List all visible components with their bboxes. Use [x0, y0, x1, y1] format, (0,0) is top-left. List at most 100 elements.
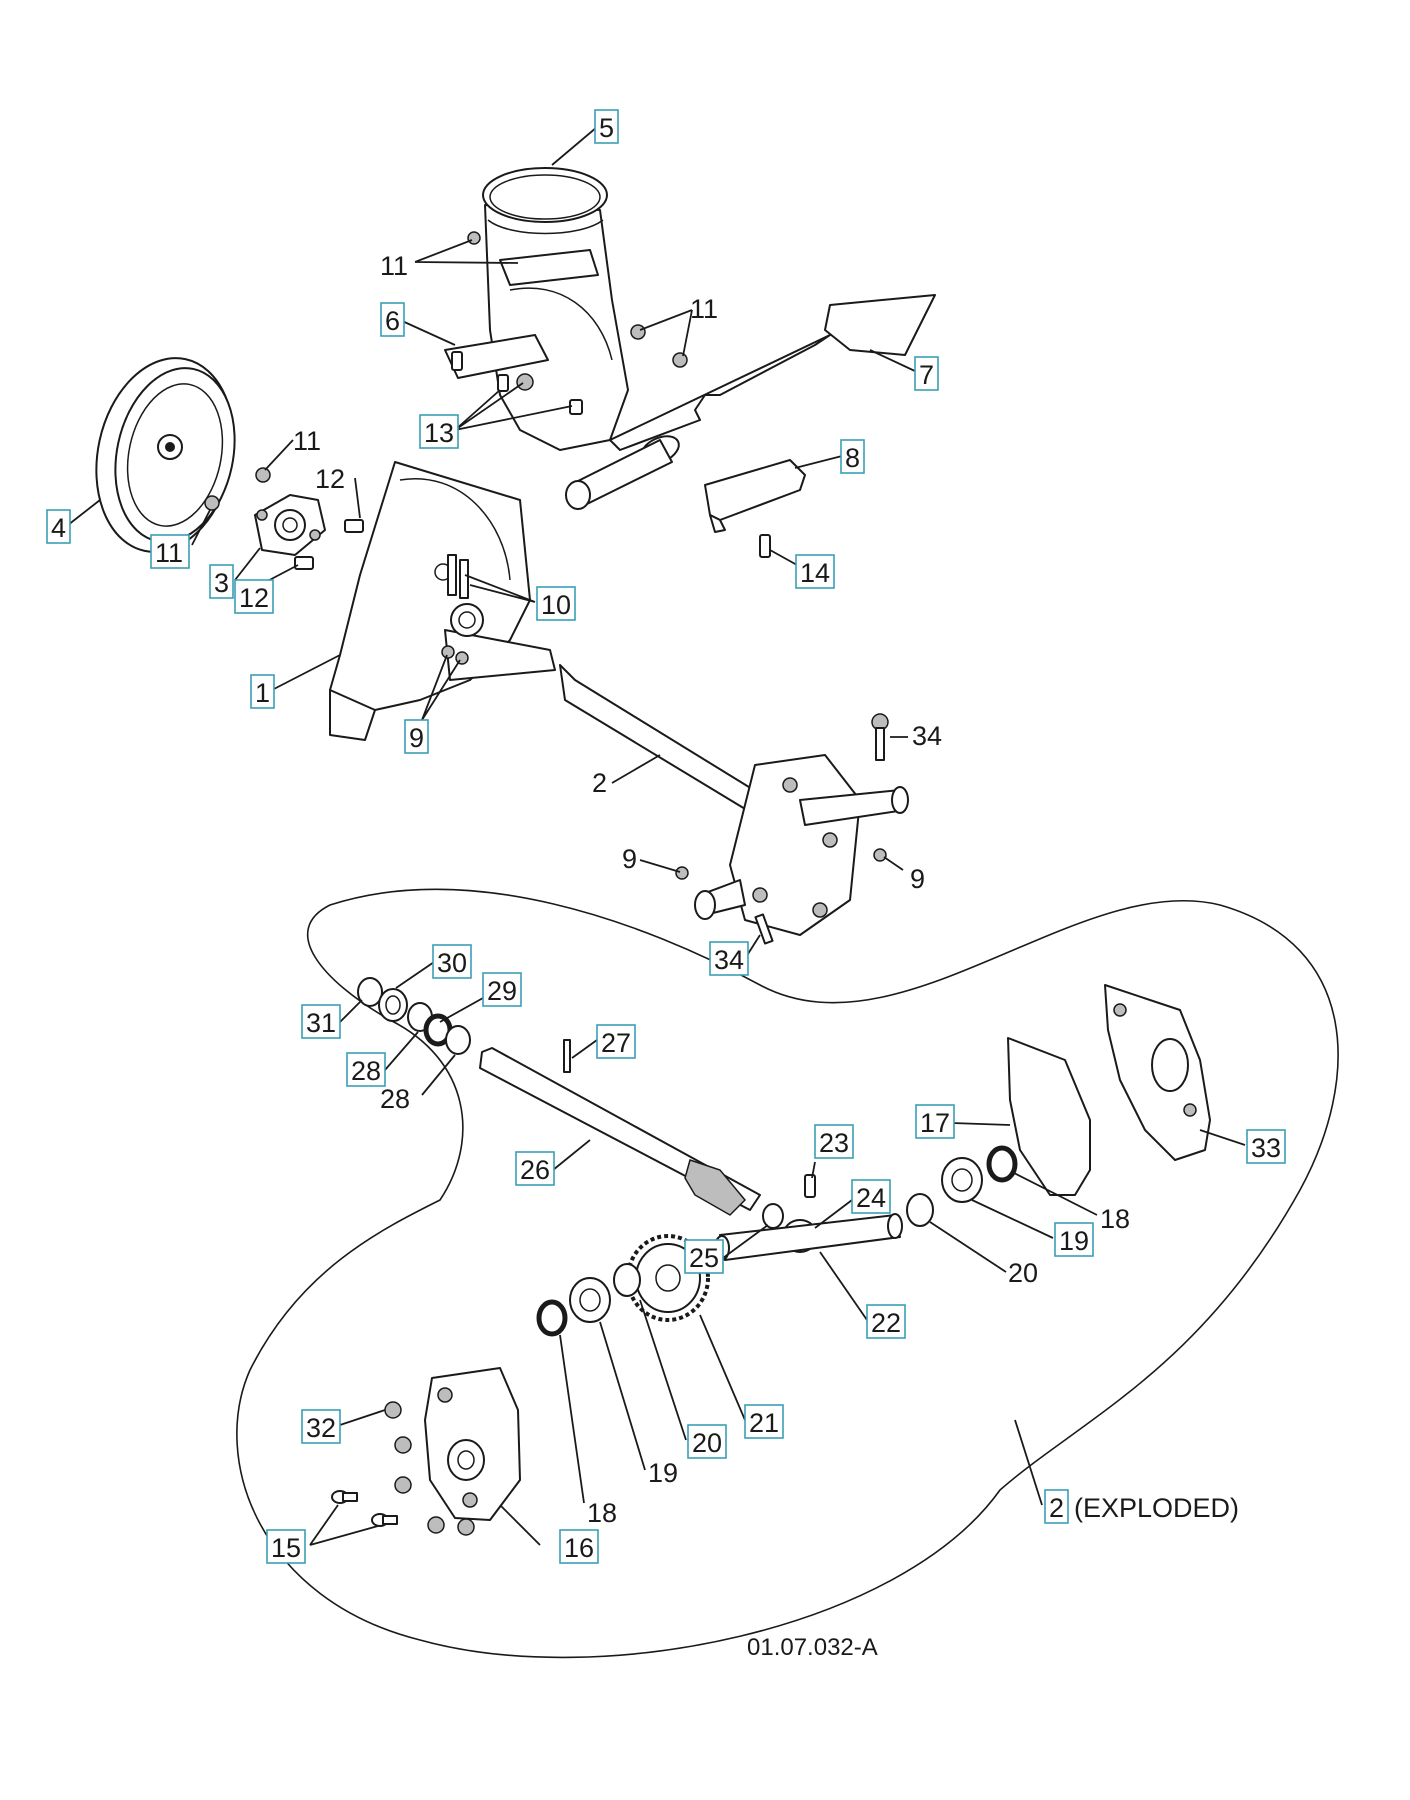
svg-text:27: 27 — [601, 1028, 631, 1058]
nut-9-a — [441, 645, 455, 659]
bolt-32-d — [427, 1516, 445, 1534]
callout-3: 3 — [209, 564, 234, 599]
nut-9-c — [675, 866, 689, 880]
nut-9-d — [873, 848, 887, 862]
bushing-19-a — [569, 1277, 611, 1323]
svg-text:22: 22 — [871, 1308, 901, 1338]
svg-text:5: 5 — [599, 113, 614, 143]
bearing-flange-part — [254, 494, 326, 556]
washer-25 — [762, 1203, 784, 1229]
callout-28-text: 28 — [380, 1084, 410, 1114]
callout-28-box: 28 — [346, 1052, 386, 1087]
chute-part — [467, 167, 629, 451]
callout-23: 23 — [814, 1124, 854, 1159]
callout-17: 17 — [915, 1104, 955, 1139]
svg-text:1: 1 — [255, 678, 270, 708]
auger-housing-part — [329, 461, 556, 741]
callout-27: 27 — [596, 1024, 636, 1059]
svg-text:13: 13 — [424, 418, 454, 448]
svg-text:28: 28 — [351, 1056, 381, 1086]
drawing-number: 01.07.032-A — [747, 1634, 878, 1661]
bushing-30 — [378, 988, 408, 1022]
callout-18-text: 18 — [587, 1498, 617, 1528]
svg-text:31: 31 — [306, 1008, 336, 1038]
callout-12-top: 12 — [315, 464, 345, 494]
svg-text:12: 12 — [239, 583, 269, 613]
callout-7: 7 — [914, 356, 939, 391]
bushing-19-b — [941, 1157, 983, 1203]
callout-19-text: 19 — [648, 1458, 678, 1488]
callout-5: 5 — [594, 109, 619, 144]
pulley-part — [95, 357, 236, 553]
callout-18-right: 18 — [1100, 1204, 1130, 1234]
callout-13: 13 — [419, 414, 459, 449]
nut-11-a — [255, 467, 271, 483]
exploded-view-boundary — [236, 888, 1339, 1659]
svg-text:30: 30 — [437, 948, 467, 978]
callout-11-right: 11 — [690, 294, 718, 324]
svg-text:34: 34 — [714, 945, 744, 975]
studs-15 — [331, 1490, 398, 1527]
nut-11-c — [630, 324, 646, 340]
svg-text:23: 23 — [819, 1128, 849, 1158]
housing-half-16 — [424, 1367, 521, 1521]
svg-text:4: 4 — [51, 513, 66, 543]
washer-31 — [357, 977, 383, 1007]
svg-text:6: 6 — [385, 306, 400, 336]
output-shaft-22 — [714, 1213, 903, 1261]
svg-text:20: 20 — [692, 1428, 722, 1458]
callout-9-right: 9 — [910, 864, 925, 894]
bolt-34-a — [875, 727, 885, 761]
chute-crank-rod — [565, 294, 936, 510]
callout-32: 32 — [301, 1409, 341, 1444]
callout-33: 33 — [1246, 1129, 1286, 1164]
callout-15: 15 — [266, 1529, 306, 1564]
exploded-note: (EXPLODED) — [1074, 1493, 1239, 1523]
callout-20-box: 20 — [687, 1424, 727, 1459]
svg-text:11: 11 — [155, 538, 183, 568]
svg-text:24: 24 — [856, 1183, 886, 1213]
svg-text:32: 32 — [306, 1413, 336, 1443]
worm-shaft-26 — [479, 1047, 761, 1216]
callout-12-box: 12 — [234, 579, 274, 614]
washer-20-a — [613, 1263, 641, 1297]
callout-16: 16 — [559, 1529, 599, 1564]
callout-22: 22 — [866, 1304, 906, 1339]
washer-28-b — [445, 1025, 471, 1055]
svg-text:8: 8 — [845, 443, 860, 473]
callout-8: 8 — [840, 439, 865, 474]
washer-20-b — [906, 1193, 934, 1227]
callout-9-box: 9 — [404, 719, 429, 754]
callout-34-top: 34 — [912, 721, 942, 751]
callout-20-right: 20 — [1008, 1258, 1038, 1288]
svg-text:3: 3 — [214, 568, 229, 598]
crank-bracket-part — [704, 459, 806, 533]
callout-4: 4 — [46, 509, 71, 544]
bolt-12-a — [344, 519, 364, 533]
seal-18-b — [986, 1145, 1018, 1183]
callout-19-box: 19 — [1054, 1222, 1094, 1257]
callout-21: 21 — [744, 1404, 784, 1439]
leader-lines — [67, 126, 1246, 1546]
bolt-32-e — [457, 1518, 475, 1536]
callout-2-exploded: 2 — [1044, 1489, 1069, 1524]
callout-1: 1 — [250, 674, 275, 709]
svg-text:29: 29 — [487, 976, 517, 1006]
callout-24: 24 — [851, 1179, 891, 1214]
callout-10: 10 — [536, 586, 576, 621]
bolt-14 — [759, 534, 771, 558]
svg-text:15: 15 — [271, 1533, 301, 1563]
housing-half-33 — [1104, 984, 1211, 1161]
bolt-32-b — [394, 1436, 412, 1454]
nut-11-d — [672, 352, 688, 368]
gasket-17 — [1007, 1037, 1091, 1196]
bolt-32-c — [394, 1476, 412, 1494]
callout-11-mid: 11 — [293, 426, 321, 456]
svg-text:33: 33 — [1251, 1133, 1281, 1163]
callout-11-box: 11 — [150, 534, 190, 569]
callout-26: 26 — [515, 1151, 555, 1186]
svg-text:7: 7 — [919, 360, 934, 390]
callout-34-box: 34 — [709, 941, 749, 976]
svg-text:9: 9 — [409, 723, 424, 753]
